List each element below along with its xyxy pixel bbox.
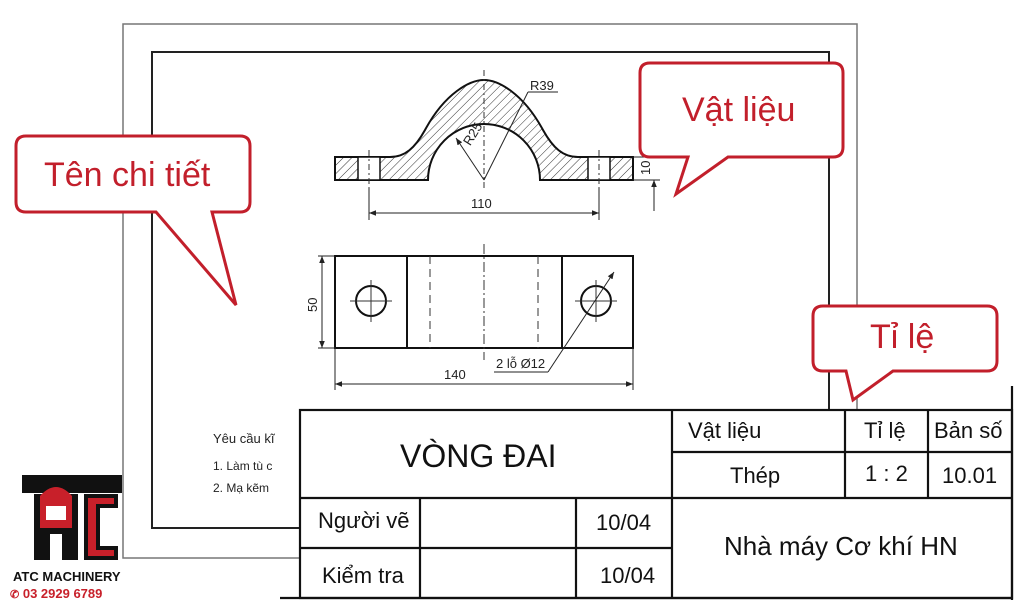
callout-material-text: Vật liệu — [682, 91, 796, 129]
brand-phone: 03 2929 6789 — [22, 586, 103, 601]
title-part-name: VÒNG ĐAI — [400, 438, 557, 474]
title-company: Nhà máy Cơ khí HN — [724, 531, 958, 561]
dim-length: 140 — [444, 367, 466, 382]
title-sheet-value: 10.01 — [942, 463, 998, 488]
dim-height: 50 — [305, 297, 320, 312]
requirements-title: Yêu cầu kĩ — [213, 431, 275, 446]
brand-name: ATC MACHINERY — [13, 569, 121, 584]
requirement-item-2: 2. Mạ kẽm — [213, 481, 270, 495]
brand-phone-row: ✆ 03 2929 6789 — [10, 586, 102, 601]
atc-logo — [22, 475, 122, 560]
front-view — [334, 70, 660, 220]
dim-width-top: 110 — [471, 196, 492, 211]
title-material-value: Thép — [730, 463, 781, 488]
title-scale-value: 1 : 2 — [865, 461, 908, 486]
dim-thickness: 10 — [638, 160, 653, 175]
title-block — [280, 386, 1014, 600]
title-checked-date: 10/04 — [600, 563, 656, 588]
phone-icon: ✆ — [10, 589, 20, 601]
callout-scale-text: Tỉ lệ — [870, 318, 935, 356]
title-checked-by-label: Kiểm tra — [322, 563, 404, 588]
title-material-label: Vật liệu — [688, 418, 762, 443]
title-sheet-label: Bản số — [934, 418, 1003, 443]
part-name-callout — [14, 134, 252, 306]
requirement-item-1: 1. Làm tù c — [213, 459, 273, 473]
title-scale-label: Tỉ lệ — [864, 418, 906, 443]
title-drawn-by-label: Người vẽ — [318, 508, 410, 533]
material-callout — [638, 61, 845, 198]
scale-callout — [811, 304, 999, 403]
top-view — [318, 244, 634, 390]
dim-r-outer: R39 — [530, 78, 554, 93]
dim-holes: 2 lỗ Ø12 — [496, 356, 546, 371]
title-drawn-date: 10/04 — [596, 510, 652, 535]
callout-part-name-text: Tên chi tiết — [44, 156, 211, 194]
